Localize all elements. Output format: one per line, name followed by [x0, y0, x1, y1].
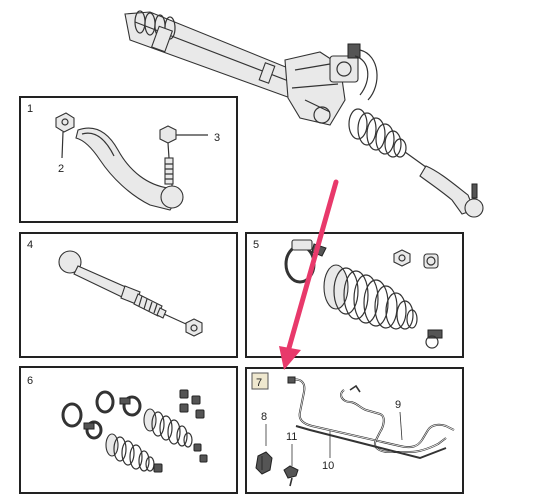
steering-rack-assembly: [124, 10, 484, 218]
panel-6: 6: [19, 366, 238, 494]
panel-1: 1 2 3: [19, 96, 238, 223]
panel-7: 7 8 9 10 11: [245, 367, 464, 494]
callout-4: 4: [27, 239, 33, 251]
callout-5: 5: [253, 239, 259, 251]
callout-11: 11: [286, 431, 297, 443]
callout-6: 6: [27, 375, 33, 387]
hydraulic-line-icon: [287, 376, 455, 460]
inner-tie-rod-icon: [58, 250, 203, 337]
callout-2: 2: [58, 163, 64, 175]
stud-icon: [159, 125, 208, 185]
callout-7: 7: [256, 377, 262, 389]
panel-4: 4: [19, 232, 238, 358]
small-clamp-icon: [425, 329, 443, 349]
selected-panel-marker: [251, 372, 269, 390]
callout-9: 9: [395, 399, 401, 411]
callout-3: 3: [214, 132, 220, 144]
bolt-icon: [283, 465, 299, 487]
nut-icon: [55, 112, 75, 133]
callout-8: 8: [261, 411, 267, 423]
panel-5: 5: [245, 232, 464, 358]
highlight-arrow: [279, 179, 339, 370]
nut-icon: [393, 249, 411, 267]
callout-1: 1: [27, 103, 33, 115]
tie-rod-end-icon: [75, 127, 184, 211]
clip-icon: [255, 451, 273, 475]
callout-10: 10: [322, 460, 334, 472]
seal-kit-icon: [61, 389, 208, 473]
bellows-boot-icon: [323, 264, 418, 330]
bushing-icon: [423, 253, 439, 269]
